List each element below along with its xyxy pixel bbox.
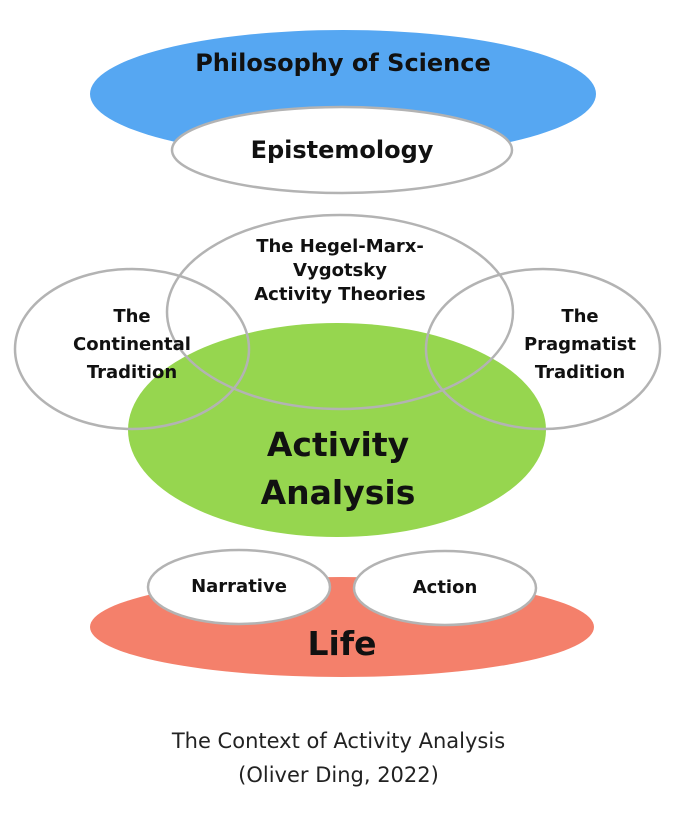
pragmatist-line-3: Tradition bbox=[534, 361, 626, 383]
hegel-marx-vygotsky-label: The Hegel-Marx- Vygotsky Activity Theori… bbox=[210, 235, 470, 307]
action-ellipse bbox=[352, 549, 538, 627]
life-label: Life bbox=[307, 624, 377, 663]
hegel-marx-vygotsky-line-2: Vygotsky bbox=[293, 259, 387, 281]
activity-analysis-ellipse bbox=[128, 323, 546, 537]
pragmatist-tradition-label: The Pragmatist Tradition bbox=[470, 303, 677, 387]
narrative-ellipse bbox=[146, 548, 332, 626]
activity-analysis-line-1: Activity bbox=[266, 425, 410, 464]
continental-line-2: Continental bbox=[73, 333, 191, 355]
pragmatist-tradition-circle bbox=[424, 267, 662, 431]
hegel-marx-vygotsky-line-1: The Hegel-Marx- bbox=[256, 236, 424, 257]
action-label: Action bbox=[412, 577, 478, 598]
activity-analysis-label: Activity Analysis bbox=[188, 421, 488, 517]
pragmatist-line-1: The bbox=[561, 306, 599, 327]
epistemology-ellipse bbox=[170, 105, 514, 195]
hegel-marx-vygotsky-line-3: Activity Theories bbox=[254, 283, 426, 305]
continental-line-1: The bbox=[113, 306, 151, 327]
continental-tradition-label: The Continental Tradition bbox=[22, 303, 242, 387]
epistemology-label: Epistemology bbox=[250, 136, 434, 164]
hegel-marx-vygotsky-circle bbox=[165, 213, 515, 411]
narrative-label: Narrative bbox=[191, 576, 287, 597]
caption-title: The Context of Activity Analysis bbox=[171, 729, 506, 753]
philosophy-of-science-label: Philosophy of Science bbox=[195, 49, 491, 77]
continental-tradition-circle bbox=[13, 267, 251, 431]
continental-line-3: Tradition bbox=[86, 361, 178, 383]
activity-analysis-line-2: Analysis bbox=[260, 472, 416, 512]
caption-attribution: (Oliver Ding, 2022) bbox=[238, 763, 439, 787]
pragmatist-line-2: Pragmatist bbox=[523, 333, 637, 355]
